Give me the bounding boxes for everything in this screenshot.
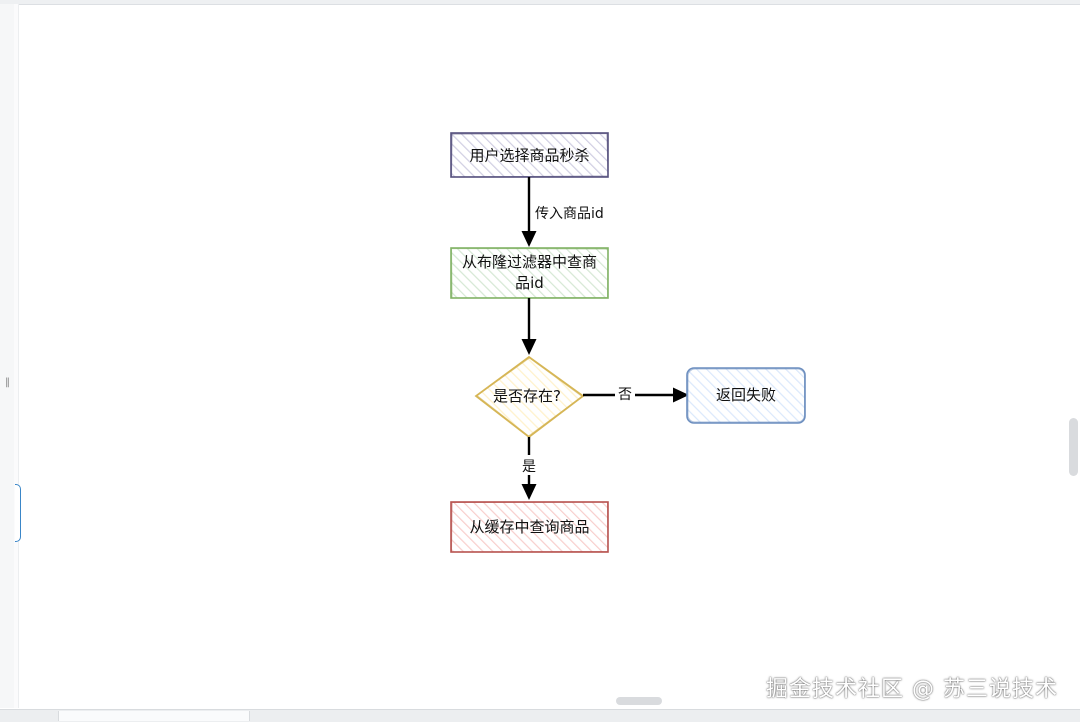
node-cache-label: 从缓存中查询商品 xyxy=(469,518,589,536)
node-decision-label: 是否存在? xyxy=(493,387,561,405)
node-query-cache[interactable]: 从缓存中查询商品 xyxy=(450,501,609,553)
node-start-label: 用户选择商品秒杀 xyxy=(469,147,589,165)
edge-label-pass-id: 传入商品id xyxy=(535,206,604,222)
edge-label-yes: 是 xyxy=(522,459,536,475)
canvas-top-border xyxy=(0,0,1080,5)
node-bloom-filter[interactable]: 从布隆过滤器中查商 品id xyxy=(450,247,609,299)
node-return-fail[interactable]: 返回失败 xyxy=(686,367,806,424)
node-bloom-label-line2: 品id xyxy=(515,274,544,292)
page-tabs-bar xyxy=(0,709,1080,722)
node-bloom-label-line1: 从布隆过滤器中查商 xyxy=(462,253,597,271)
edge-start-to-bloom: 传入商品id xyxy=(521,177,604,247)
watermark-text: 掘金技术社区 @ 苏三说技术 xyxy=(766,677,1058,702)
edge-decision-to-fail: 否 xyxy=(583,384,689,404)
page-tab[interactable] xyxy=(58,711,250,721)
panel-collapse-handle-icon[interactable]: ‖ xyxy=(5,377,10,388)
side-panel-tab[interactable] xyxy=(15,484,21,542)
node-decision[interactable]: 是否存在? xyxy=(474,355,585,439)
edge-label-no: 否 xyxy=(618,387,632,403)
edge-decision-to-cache: 是 xyxy=(518,437,540,500)
horizontal-scrollbar[interactable] xyxy=(616,697,662,705)
vertical-scrollbar[interactable] xyxy=(1069,418,1078,476)
left-panel-edge xyxy=(14,4,19,708)
edge-bloom-to-decision xyxy=(521,298,537,355)
node-start[interactable]: 用户选择商品秒杀 xyxy=(450,132,609,178)
node-fail-label: 返回失败 xyxy=(716,386,776,404)
